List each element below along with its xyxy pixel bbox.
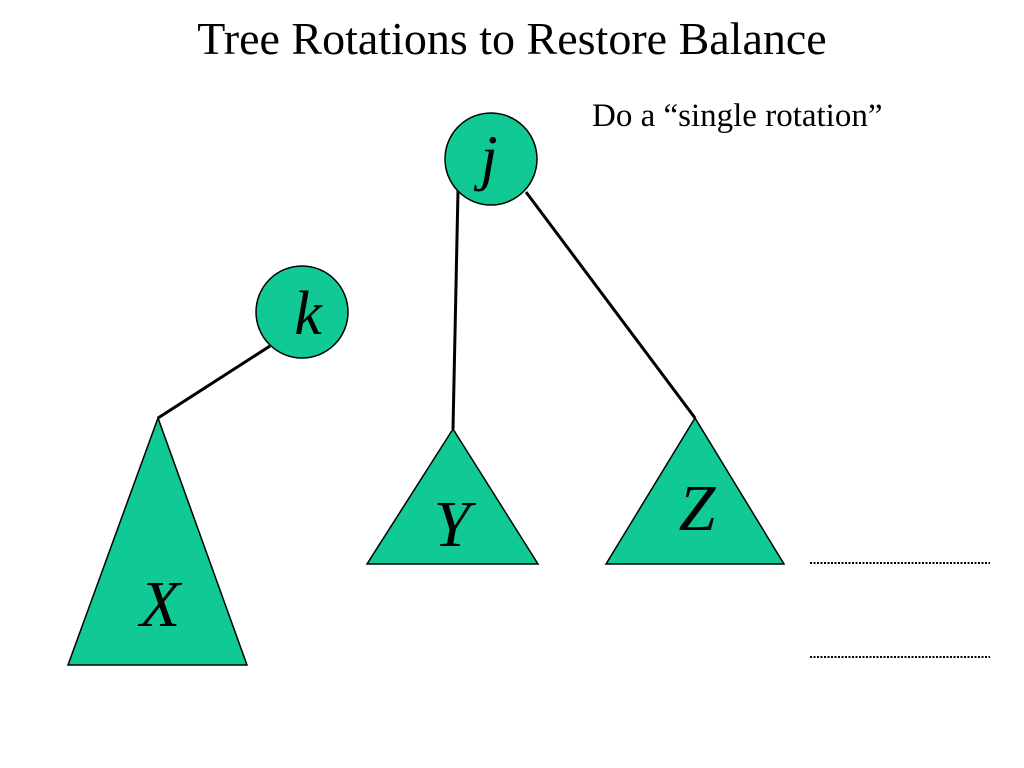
- edge-j-to-z: [524, 191, 697, 419]
- subtree-z: Z: [604, 416, 786, 565]
- subtitle-single-rotation: Do a “single rotation”: [592, 98, 883, 134]
- edge-k-to-x: [157, 344, 271, 420]
- subtree-x: X: [66, 415, 249, 666]
- node-k-label: k: [294, 280, 323, 348]
- node-j: j: [444, 112, 538, 206]
- subtree-y-triangle: [365, 427, 540, 565]
- slide-title: Tree Rotations to Restore Balance: [197, 13, 827, 64]
- node-j-circle: [444, 112, 538, 206]
- edge-j-to-y: [451, 189, 460, 430]
- node-k: k: [255, 265, 349, 359]
- node-k-circle: [255, 265, 349, 359]
- subtree-x-label: X: [137, 568, 183, 641]
- subtree-y: Y: [365, 427, 540, 565]
- subtree-z-triangle: [604, 416, 786, 565]
- subtree-z-label: Z: [679, 472, 717, 545]
- subtree-x-triangle: [66, 415, 249, 666]
- subtree-y-label: Y: [434, 488, 477, 561]
